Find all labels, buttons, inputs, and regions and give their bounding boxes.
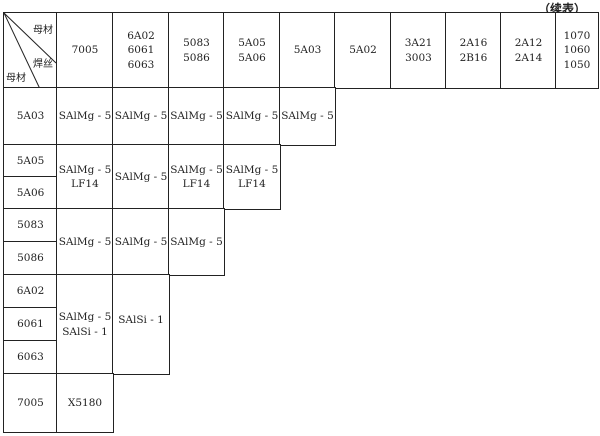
column-header: 5083 5086 (168, 12, 225, 89)
row-header: 7005 (3, 373, 58, 433)
row-header: 6063 (3, 340, 58, 375)
column-header: 5A05 5A06 (223, 12, 281, 89)
row-header: 6061 (3, 307, 58, 342)
column-header: 5A03 (279, 12, 336, 89)
row-header: 5A05 (3, 144, 58, 178)
corner-middle-label: 焊丝 (33, 59, 53, 70)
table-cell: SAlMg - 5 (223, 87, 281, 146)
corner-bottom-label: 母材 (6, 73, 26, 84)
corner-top-label: 母材 (33, 25, 53, 36)
column-header: 7005 (56, 12, 114, 89)
table-cell: SAlMg - 5 (112, 87, 170, 146)
column-header: 2A12 2A14 (500, 12, 557, 89)
table-cell: SAlMg - 5 (168, 208, 225, 276)
table-cell: SAlMg - 5 SAlSi - 1 (56, 274, 114, 375)
table-cell: SAlMg - 5 LF14 (223, 144, 281, 210)
table-cell: SAlMg - 5 (56, 208, 114, 276)
table-cell: SAlMg - 5 (168, 87, 225, 146)
column-header: 6A02 6061 6063 (112, 12, 170, 89)
row-header: 5083 (3, 208, 58, 243)
column-header: 3A21 3003 (390, 12, 447, 89)
column-header: 2A16 2B16 (445, 12, 502, 89)
row-header: 5086 (3, 241, 58, 276)
diagonal-lines (4, 13, 57, 90)
table-cell: SAlMg - 5 (112, 144, 170, 210)
table-cell: SAlMg - 5 LF14 (56, 144, 114, 210)
row-header: 6A02 (3, 274, 58, 309)
table-cell: X5180 (56, 373, 114, 433)
table-cell: SAlMg - 5 (112, 208, 170, 276)
table-cell: SAlMg - 5 (279, 87, 336, 146)
row-header: 5A03 (3, 87, 58, 146)
corner-header-cell: 母材 焊丝 母材 (3, 12, 57, 90)
row-header: 5A06 (3, 176, 58, 210)
column-header: 5A02 (334, 12, 392, 89)
table-cell: SAlMg - 5 (56, 87, 114, 146)
table-cell: SAlSi - 1 (112, 274, 170, 375)
column-header: 1070 1060 1050 (555, 12, 599, 89)
table-cell: SAlMg - 5 LF14 (168, 144, 225, 210)
